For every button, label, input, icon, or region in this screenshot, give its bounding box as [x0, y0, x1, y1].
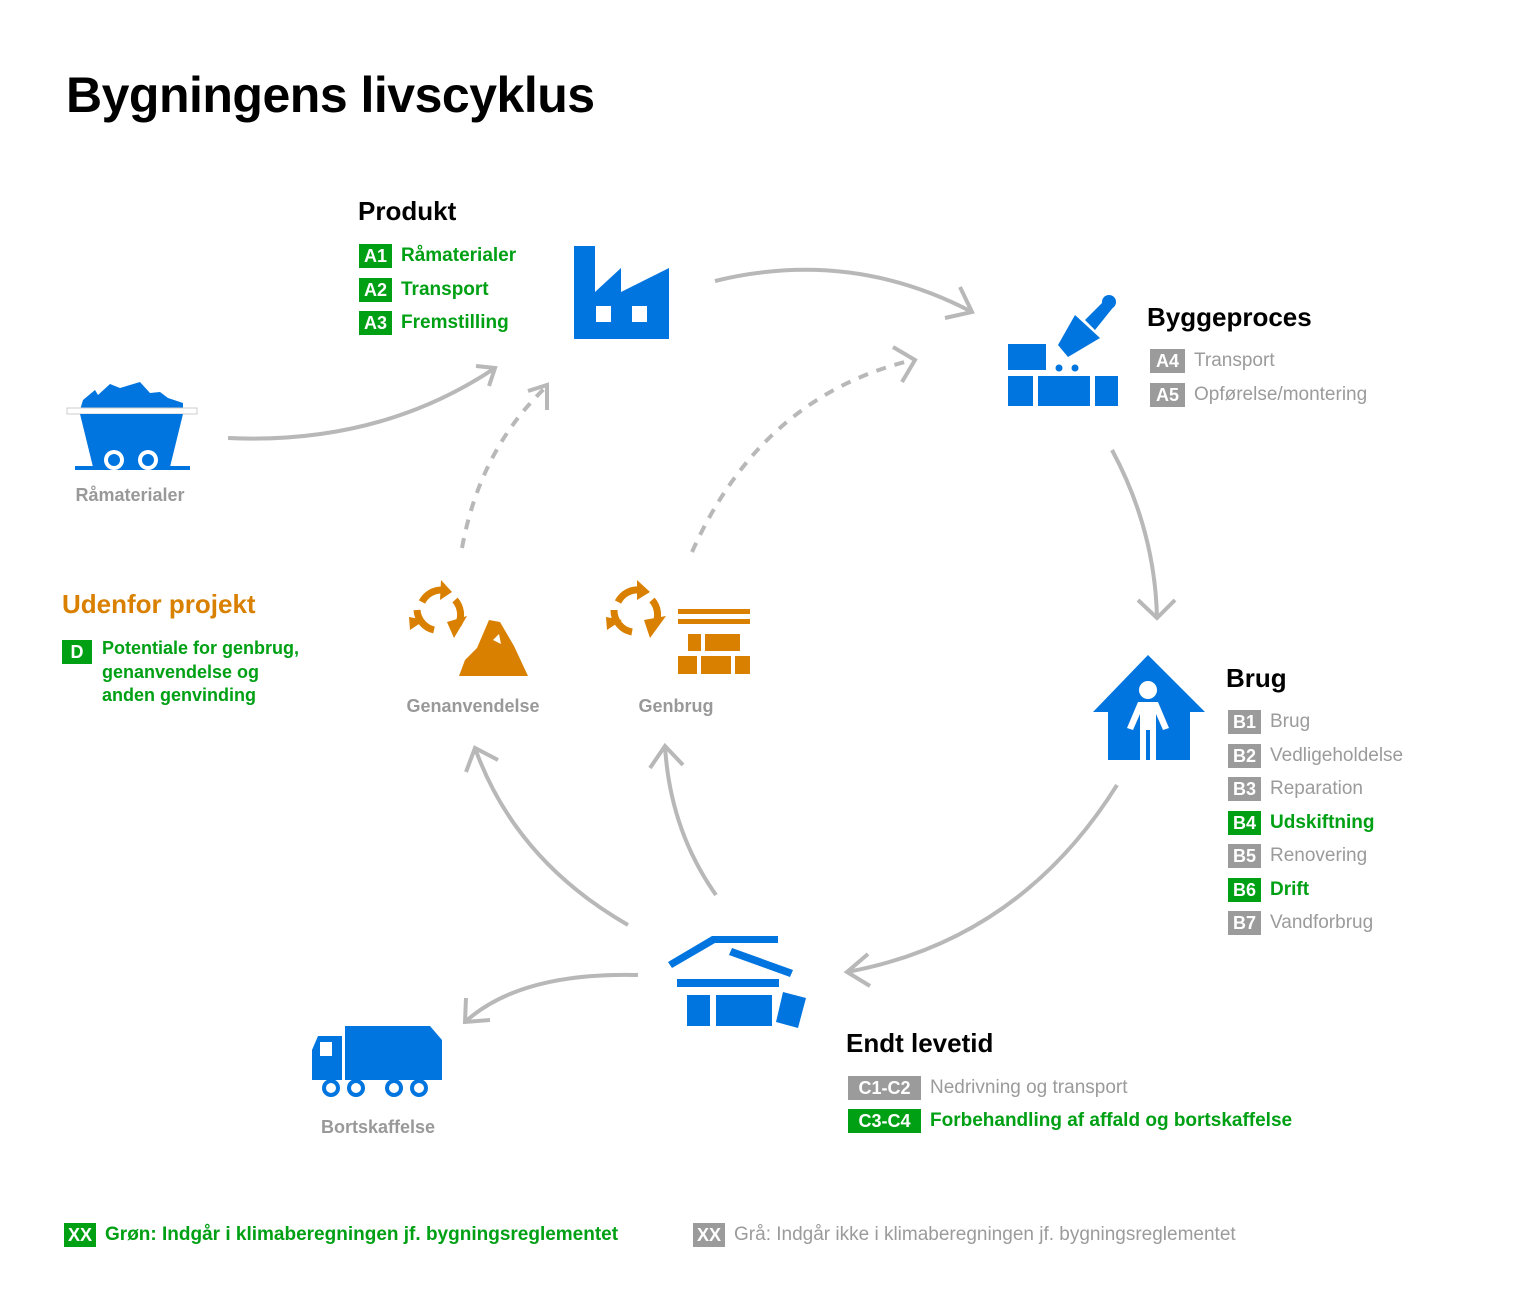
stage-label: Transport: [1194, 350, 1275, 371]
legend-gray: XX Grå: Indgår ikke i klimaberegningen j…: [693, 1222, 1236, 1248]
code-badge: A3: [359, 311, 392, 335]
legend-label: Grå: Indgår ikke i klimaberegningen jf. …: [734, 1224, 1236, 1245]
trowel-bricks-icon: [1008, 295, 1118, 406]
recycle-arrowheads: [409, 580, 467, 638]
mine-cart-icon: [66, 382, 198, 470]
raamaterialer-label: Råmaterialer: [75, 485, 185, 505]
arrow-brug-to-endt-levetid: [843, 783, 1119, 988]
stage-item: C1-C2 Nedrivning og transport: [848, 1075, 1128, 1101]
udenfor-line: Potentiale for genbrug,: [102, 638, 300, 658]
rock-pile-icon: [459, 620, 528, 676]
stage-label: Renovering: [1270, 845, 1368, 866]
code-badge: A4: [1150, 349, 1185, 373]
stage-label: Fremstilling: [401, 312, 509, 333]
stage-item: A4 Transport: [1150, 348, 1275, 374]
stage-label: Opførelse/montering: [1194, 383, 1368, 405]
garbage-truck-icon: [312, 1026, 442, 1097]
stage-item: B4 Udskiftning: [1228, 810, 1375, 836]
code-badge: B2: [1228, 743, 1261, 768]
endt-levetid-heading: Endt levetid: [846, 1028, 994, 1058]
code-badge: A1: [359, 244, 392, 268]
stage-label: Nedrivning og transport: [930, 1077, 1128, 1098]
stage-item: B5 Renovering: [1228, 843, 1367, 869]
legend-green: XX Grøn: Indgår i klimaberegningen jf. b…: [64, 1222, 618, 1248]
bricks-icon: [678, 609, 750, 674]
genanvendelse-label: Genanvendelse: [406, 696, 540, 716]
stage-item: B7 Vandforbrug: [1228, 910, 1373, 936]
stage-item: A3 Fremstilling: [359, 310, 509, 336]
code-badge: B4: [1228, 810, 1261, 835]
arrow-byggeproces-to-brug: [1110, 449, 1177, 621]
stage-item: A2 Transport: [359, 277, 489, 303]
legend-badge: XX: [693, 1223, 726, 1247]
code-badge: C3-C4: [848, 1109, 921, 1133]
udenfor-line: genanvendelse og: [102, 661, 260, 682]
code-badge: C1-C2: [848, 1076, 921, 1100]
byggeproces-heading: Byggeproces: [1147, 302, 1312, 332]
arrow-endt-to-bortskaffelse: [462, 972, 639, 1025]
code-badge: B5: [1228, 844, 1261, 868]
legend-label: Grøn: Indgår i klimaberegningen jf. bygn…: [105, 1224, 619, 1245]
stage-item: A5 Opførelse/montering: [1150, 382, 1367, 408]
code-badge: A2: [359, 277, 392, 302]
brug-heading: Brug: [1226, 663, 1287, 693]
stage-label: Reparation: [1270, 778, 1363, 799]
stage-label: Udskiftning: [1270, 811, 1375, 833]
house-person-icon: [1093, 655, 1205, 760]
udenfor-line: anden genvinding: [102, 685, 257, 705]
factory-icon: [574, 246, 669, 339]
stage-item: B2 Vedligeholdelse: [1228, 743, 1403, 769]
arrow-raamaterialer-to-produkt: [227, 364, 498, 441]
arrow-produkt-to-byggeproces: [714, 267, 975, 320]
code-badge: A5: [1150, 382, 1185, 407]
bortskaffelse-label: Bortskaffelse: [320, 1117, 436, 1137]
code-badge: B7: [1228, 911, 1261, 935]
stage-label: Brug: [1270, 711, 1311, 732]
arrow-endt-to-genbrug: [648, 742, 718, 897]
stage-label: Drift: [1270, 878, 1310, 900]
stage-item: A1 Råmaterialer: [359, 243, 516, 269]
code-badge: B3: [1228, 777, 1261, 801]
dashed-arrow-genanvendelse-to-produkt: [460, 382, 549, 549]
stage-label: Transport: [401, 278, 489, 300]
stage-label: Vandforbrug: [1270, 912, 1374, 933]
demolition-icon: [668, 936, 806, 1028]
legend-badge: XX: [64, 1223, 97, 1247]
stage-item: B6 Drift: [1228, 877, 1309, 903]
arrow-endt-to-genanvendelse: [464, 745, 629, 927]
page-title: Bygningens livscyklus: [66, 67, 595, 123]
stage-label: Forbehandling af affald og bortskaffelse: [930, 1110, 1293, 1131]
udenfor-projekt-heading: Udenfor projekt: [62, 589, 256, 619]
stage-item: C3-C4 Forbehandling af affald og bortskaf…: [848, 1108, 1292, 1134]
code-badge: B6: [1228, 877, 1261, 902]
stage-label: Vedligeholdelse: [1270, 744, 1404, 766]
stage-item: B1 Brug: [1228, 709, 1310, 735]
stage-item: B3 Reparation: [1228, 776, 1363, 802]
genbrug-label: Genbrug: [638, 696, 714, 716]
dashed-arrow-genbrug-to-byggeproces: [690, 345, 918, 553]
produkt-heading: Produkt: [358, 196, 457, 226]
code-badge: B1: [1228, 710, 1261, 734]
recycle-arrowheads-2: [606, 580, 666, 638]
stage-label: Råmaterialer: [401, 245, 517, 266]
code-badge: D: [62, 640, 92, 664]
